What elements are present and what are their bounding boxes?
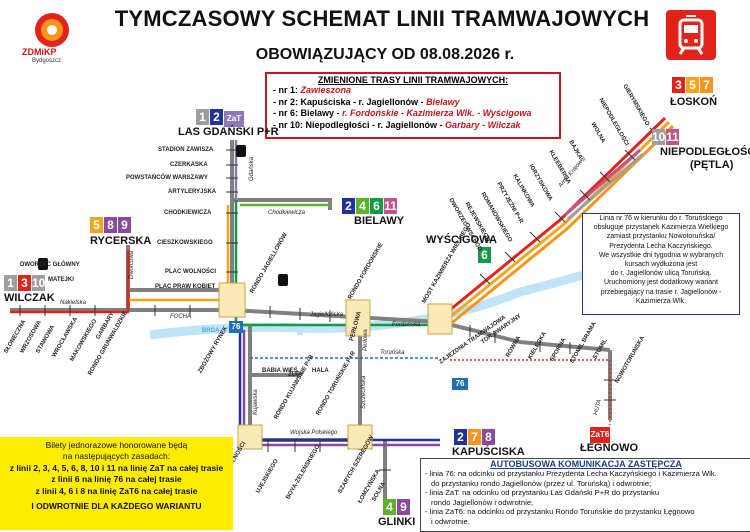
- terminal-niepodleglosci: NIEPODLEGŁOŚCI: [660, 146, 750, 158]
- terminal-bielawy: BIELAWY: [354, 215, 405, 227]
- street-label: Chodkiewicza: [268, 210, 306, 216]
- line-badge-ZaT: ZaT: [224, 111, 244, 127]
- terminal-wyscigowa: WYŚCIGOWA: [426, 234, 497, 246]
- station-label: PLAC PRAW KOBIET: [155, 284, 216, 290]
- line-badge-4: 4: [383, 499, 396, 515]
- line-badge-9: 9: [397, 499, 410, 515]
- zdmikp-logo: [24, 10, 80, 74]
- logo-name: ZDMiKP: [22, 47, 57, 57]
- station-label: CZERKASKA: [170, 162, 208, 168]
- street-label: Fordońska: [392, 322, 421, 328]
- terminal-legnowo: ŁEGNOWO: [580, 442, 639, 454]
- logo-city: Bydgoszcz: [32, 58, 62, 64]
- ticket-info-box: Bilety jednorazowe honorowane będą na na…: [0, 437, 233, 530]
- route-change-line-1: - nr 1: Zawieszona: [273, 85, 352, 95]
- niepodleglosci-badges: 1011: [652, 128, 680, 146]
- legnowo-badges: ZaT6: [590, 424, 611, 443]
- station-label: BABIA WIEŚ: [262, 368, 298, 374]
- line-badge-11: 11: [384, 198, 397, 214]
- line-badge-1: 1: [4, 275, 17, 291]
- line-badge-10: 10: [652, 129, 666, 145]
- street-label: Kujawska: [253, 389, 259, 415]
- line-badge-8: 8: [482, 429, 495, 445]
- river-label: BRDA: [202, 328, 220, 334]
- station-label: STADION ZAWISZA: [158, 147, 214, 153]
- line-badge-11: 11: [666, 129, 679, 145]
- street-label: Gdańska: [249, 156, 255, 181]
- line-badge-7: 7: [468, 429, 481, 445]
- station-label: ŻUPY: [288, 372, 305, 378]
- tram-stop-icon: [38, 145, 288, 286]
- route-change-line-2: - nr 2: Kapuściska - r. Jagiellonów - Bi…: [273, 96, 460, 107]
- line-76-tag: 76: [229, 321, 243, 333]
- wzgorze-hub: [237, 424, 263, 450]
- page-subtitle: OBOWIĄZUJĄCY OD 08.08.2026 r.: [255, 46, 515, 63]
- line-badge-8: 8: [104, 217, 117, 233]
- line-badge-ZaT6: ZaT6: [590, 427, 610, 443]
- station-label: CIESZKOWSKIEGO: [157, 240, 213, 246]
- street-label: Perłowa: [363, 329, 369, 351]
- line-badge-5: 5: [686, 77, 699, 93]
- zat6-route: [450, 359, 611, 425]
- station-label: POWSTAŃCÓW WARSZAWY: [126, 175, 208, 181]
- terminal-wilczak: WILCZAK: [4, 292, 55, 304]
- line-badge-2: 2: [342, 198, 355, 214]
- line-badge-1: 1: [196, 109, 209, 125]
- terminal-loskon: ŁOSKOŃ: [670, 96, 718, 108]
- line-76-note: Linia nr 76 w kierunku do r. Toruńskiego…: [582, 213, 740, 315]
- line-badge-3: 3: [18, 275, 31, 291]
- station-label: PLAC WOLNOŚCI: [165, 269, 216, 275]
- route-change-line-10: - nr 10: Niepodległości - r. Jagiellonów…: [273, 119, 521, 130]
- replacement-bus-box: AUTOBUSOWA KOMUNIKACJA ZASTĘPCZA - linia…: [420, 458, 750, 532]
- station-label: HALA: [312, 368, 329, 374]
- route-changes-box: ZMIENIONE TRASY LINII TRAMWAJOWYCH: - nr…: [265, 72, 561, 139]
- line-badge-3: 3: [672, 77, 685, 93]
- line-badge-9: 9: [118, 217, 131, 233]
- most-kazimierza-hub: [427, 303, 453, 335]
- rondo-fordonskie-hub: [345, 299, 371, 337]
- street-label: Dworcowa: [129, 250, 135, 279]
- szarych-szeregow-hub: [347, 424, 373, 450]
- terminal-niepodleglosci-sub: (PĘTLA): [690, 159, 734, 171]
- street-label: Szczecińska: [361, 375, 367, 409]
- street-label: Jagiellońska: [310, 312, 344, 318]
- tram-icon: [666, 10, 716, 60]
- terminal-kapusciska: KAPUŚCISKA: [452, 446, 525, 458]
- line-badge-7: 7: [700, 77, 713, 93]
- station-label: MATEJKI: [48, 277, 74, 283]
- station-label: ARTYLERYJSKA: [168, 189, 217, 195]
- page-title: TYMCZASOWY SCHEMAT LINII TRAMWAJOWYCH: [114, 6, 650, 31]
- station-label: CHODKIEWICZA: [164, 210, 212, 216]
- route-changes-heading: ZMIENIONE TRASY LINII TRAMWAJOWYCH:: [317, 75, 509, 85]
- street-label: Nakielska: [60, 300, 87, 306]
- line-badge-4: 4: [356, 198, 369, 214]
- line-badge-10: 10: [32, 275, 46, 291]
- line-badge-2: 2: [210, 109, 223, 125]
- wyscigowa-badges: 6: [478, 246, 492, 264]
- station-label: DWORZEC GŁÓWNY: [20, 262, 80, 268]
- line-badge-2: 2: [454, 429, 467, 445]
- line-76-tag-east: 76: [452, 378, 468, 390]
- route-change-line-6: - nr 6: Bielawy - r. Fordońskie - Kazimi…: [273, 108, 532, 118]
- line-badge-5: 5: [90, 217, 103, 233]
- plac-praw-kobiet-hub: [218, 282, 246, 318]
- street-label: Toruńska: [380, 350, 405, 356]
- street-label: FOCHA: [170, 314, 191, 320]
- street-label: Wojska Polskiego: [290, 430, 338, 436]
- terminal-rycerska: RYCERSKA: [90, 235, 152, 247]
- terminal-las-gdanski: LAS GDAŃSKI P+R: [178, 126, 279, 138]
- terminal-glinki: GLINKI: [378, 516, 416, 528]
- line-badge-6: 6: [370, 198, 383, 214]
- line-badge-6: 6: [478, 247, 491, 263]
